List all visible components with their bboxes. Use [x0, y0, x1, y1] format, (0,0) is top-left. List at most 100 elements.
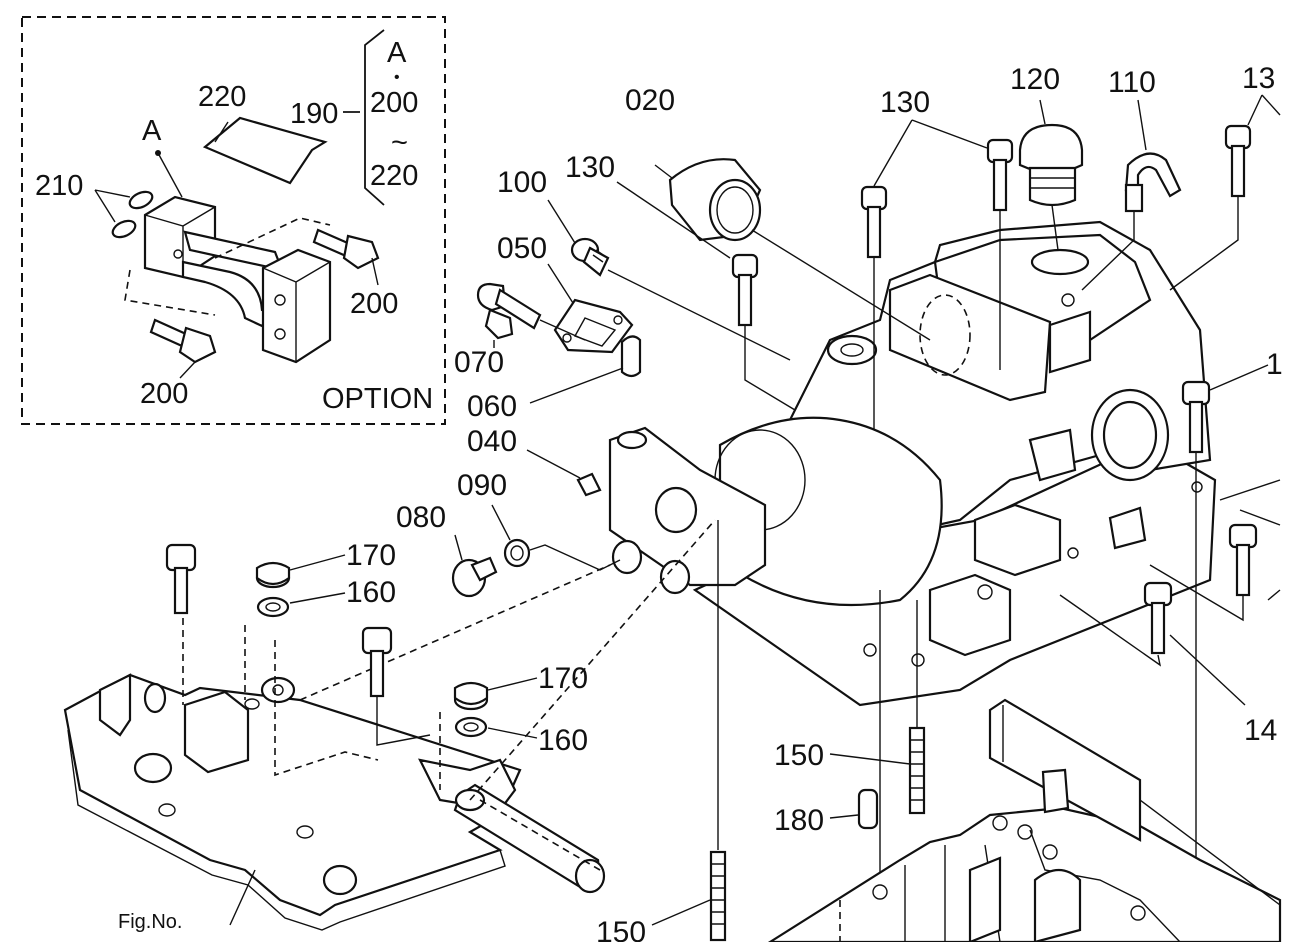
bolt-14-leader	[1169, 634, 1246, 706]
part-120-axis	[1051, 204, 1059, 251]
part-080-plug	[451, 556, 498, 598]
label-160-upper: 160	[346, 576, 396, 609]
bolt-200-lower	[149, 318, 217, 364]
label-160-lower: 160	[538, 724, 588, 757]
label-1-right: 1	[1266, 348, 1283, 381]
front-port-a	[611, 539, 643, 575]
part-070-axis	[539, 319, 586, 341]
label-brace-a: A	[387, 37, 407, 69]
part-050-leader	[547, 263, 574, 304]
lower-case	[766, 806, 1282, 944]
pin-180-leader	[829, 814, 859, 819]
bracket-nut-b	[322, 864, 358, 896]
front-arm-top-hole	[616, 430, 648, 450]
label-120: 120	[1010, 63, 1060, 96]
flange-hole-c	[911, 653, 925, 667]
stud-150-bottom-leader	[651, 899, 711, 926]
label-020: 020	[625, 84, 675, 117]
bolt-200-upper	[312, 228, 380, 270]
bolt-130-top-a	[986, 138, 1014, 212]
stud-bolt-center	[361, 626, 393, 698]
label-220: 220	[198, 81, 246, 113]
part-100-axis	[607, 269, 791, 361]
part-100-leader	[547, 199, 576, 244]
label-060: 060	[467, 390, 517, 423]
bracket-boss-ring	[260, 676, 296, 704]
lower-boss	[928, 573, 1012, 657]
washer-160-upper-leader	[289, 592, 346, 604]
part-020-leader	[654, 164, 673, 179]
bolt-1-leader	[1209, 364, 1269, 391]
side-lug-b	[1108, 506, 1147, 550]
bracket-plate	[63, 519, 716, 931]
part-130-left-leader	[616, 181, 731, 259]
option-inset-frame	[21, 16, 446, 425]
bracket-hole-a	[244, 698, 260, 710]
side-lug	[1028, 428, 1077, 482]
label-100: 100	[497, 166, 547, 199]
bolt-130-left-axis	[744, 326, 796, 411]
part-220-leader	[214, 121, 229, 143]
front-port-b	[659, 559, 691, 595]
flange-hole-d	[863, 643, 877, 657]
label-fig-no: Fig.No.	[118, 911, 182, 933]
label-130-center: 130	[880, 86, 930, 119]
label-210: 210	[35, 170, 83, 202]
part-110-axis	[1081, 212, 1135, 291]
label-110: 110	[1108, 66, 1156, 99]
stud-150-mid-leader	[829, 753, 911, 765]
bolt-right-lower-axis	[1149, 564, 1244, 622]
side-port-inner	[1102, 400, 1158, 470]
part-130-leader	[873, 119, 988, 187]
bolt-200-lower-leader	[179, 361, 196, 379]
bracket-boss-hole	[272, 684, 284, 696]
part-040-plug	[576, 472, 602, 497]
part-070-bolts	[476, 282, 542, 340]
part-number-labels: 220 190 210 A A • 200 ~ 220 200 200 OPTI…	[35, 37, 1283, 947]
part-090-washer-hole	[510, 545, 524, 561]
bolt-130-right-axis	[1169, 196, 1239, 291]
nut-170-upper	[255, 561, 291, 589]
bracket-tab	[98, 673, 132, 737]
part-040-leader	[526, 449, 581, 479]
nut-170-lower	[453, 681, 489, 711]
right-edge-leader-a	[1219, 479, 1281, 501]
dash-path-a	[124, 269, 216, 316]
label-170-lower: 170	[538, 662, 588, 695]
part-120-plug	[1018, 123, 1084, 207]
option-inset	[21, 16, 446, 425]
label-200-upper: 200	[350, 288, 398, 320]
bolt-130-top-b	[860, 185, 888, 259]
part-090-axis	[529, 544, 621, 571]
pipe-lower	[181, 260, 272, 328]
label-200-lower: 200	[140, 378, 188, 410]
o-ring-210-a	[128, 190, 154, 210]
bolt-right-lower	[1228, 523, 1258, 597]
part-090-washer	[503, 538, 531, 568]
part-120-leader	[1039, 99, 1046, 125]
bolt-14-axis	[1059, 594, 1162, 667]
cylinder-bulge	[718, 416, 943, 607]
part-060-leader	[529, 367, 624, 404]
nut-170-lower-leader	[487, 677, 538, 691]
label-190: 190	[290, 98, 338, 130]
bracket-dash-f	[469, 519, 716, 801]
bolt-14	[1143, 581, 1173, 655]
front-arm-boss	[654, 486, 698, 534]
label-080: 080	[396, 501, 446, 534]
label-130-left: 130	[565, 151, 615, 184]
point-a-leader	[157, 152, 183, 198]
top-fitting-bore	[840, 343, 864, 357]
label-070: 070	[454, 346, 504, 379]
block-hole-b	[274, 328, 286, 340]
right-edge-leader-b	[1239, 509, 1281, 526]
adapter-block-right-edges	[262, 261, 331, 362]
part-220-sheet	[202, 116, 328, 185]
part-050-flange	[553, 298, 634, 354]
filter-plate	[988, 698, 1142, 842]
label-brace-220: 220	[370, 160, 418, 192]
nut-170-upper-leader	[289, 554, 346, 571]
bracket-dash-c	[274, 640, 379, 777]
